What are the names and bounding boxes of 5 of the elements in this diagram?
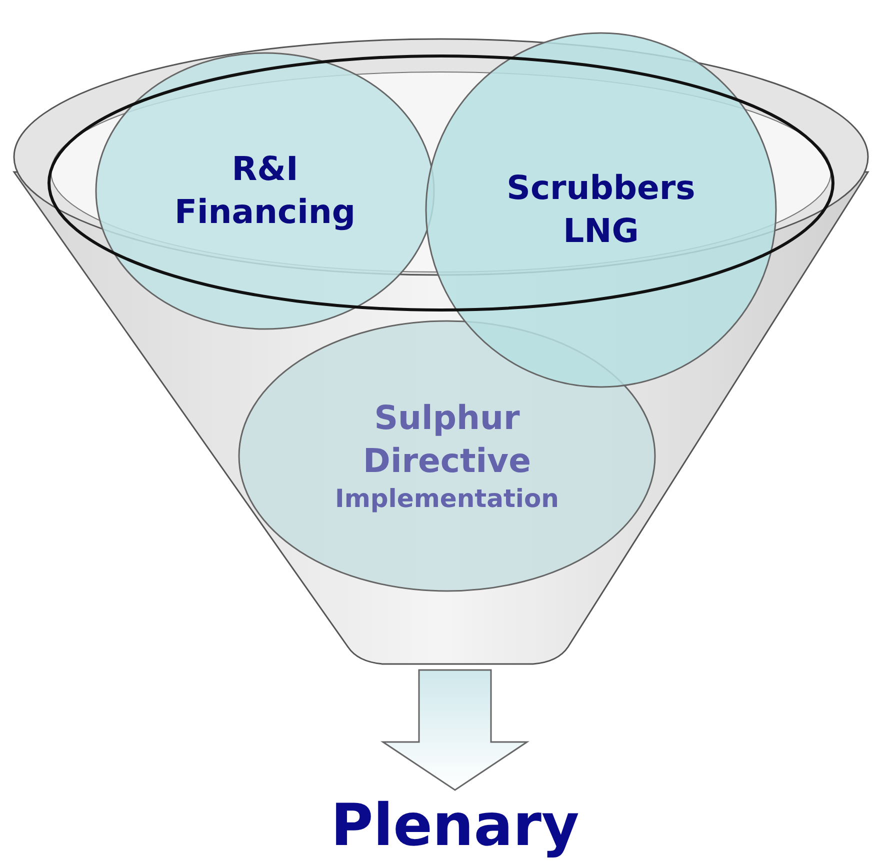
block-arrow [380, 669, 530, 791]
circle-label: R&I Financing [173, 148, 357, 233]
circle-label: Implementation [335, 482, 559, 515]
circle-label: Scrubbers LNG [506, 167, 696, 252]
circle-label: Sulphur Directive [362, 396, 532, 482]
